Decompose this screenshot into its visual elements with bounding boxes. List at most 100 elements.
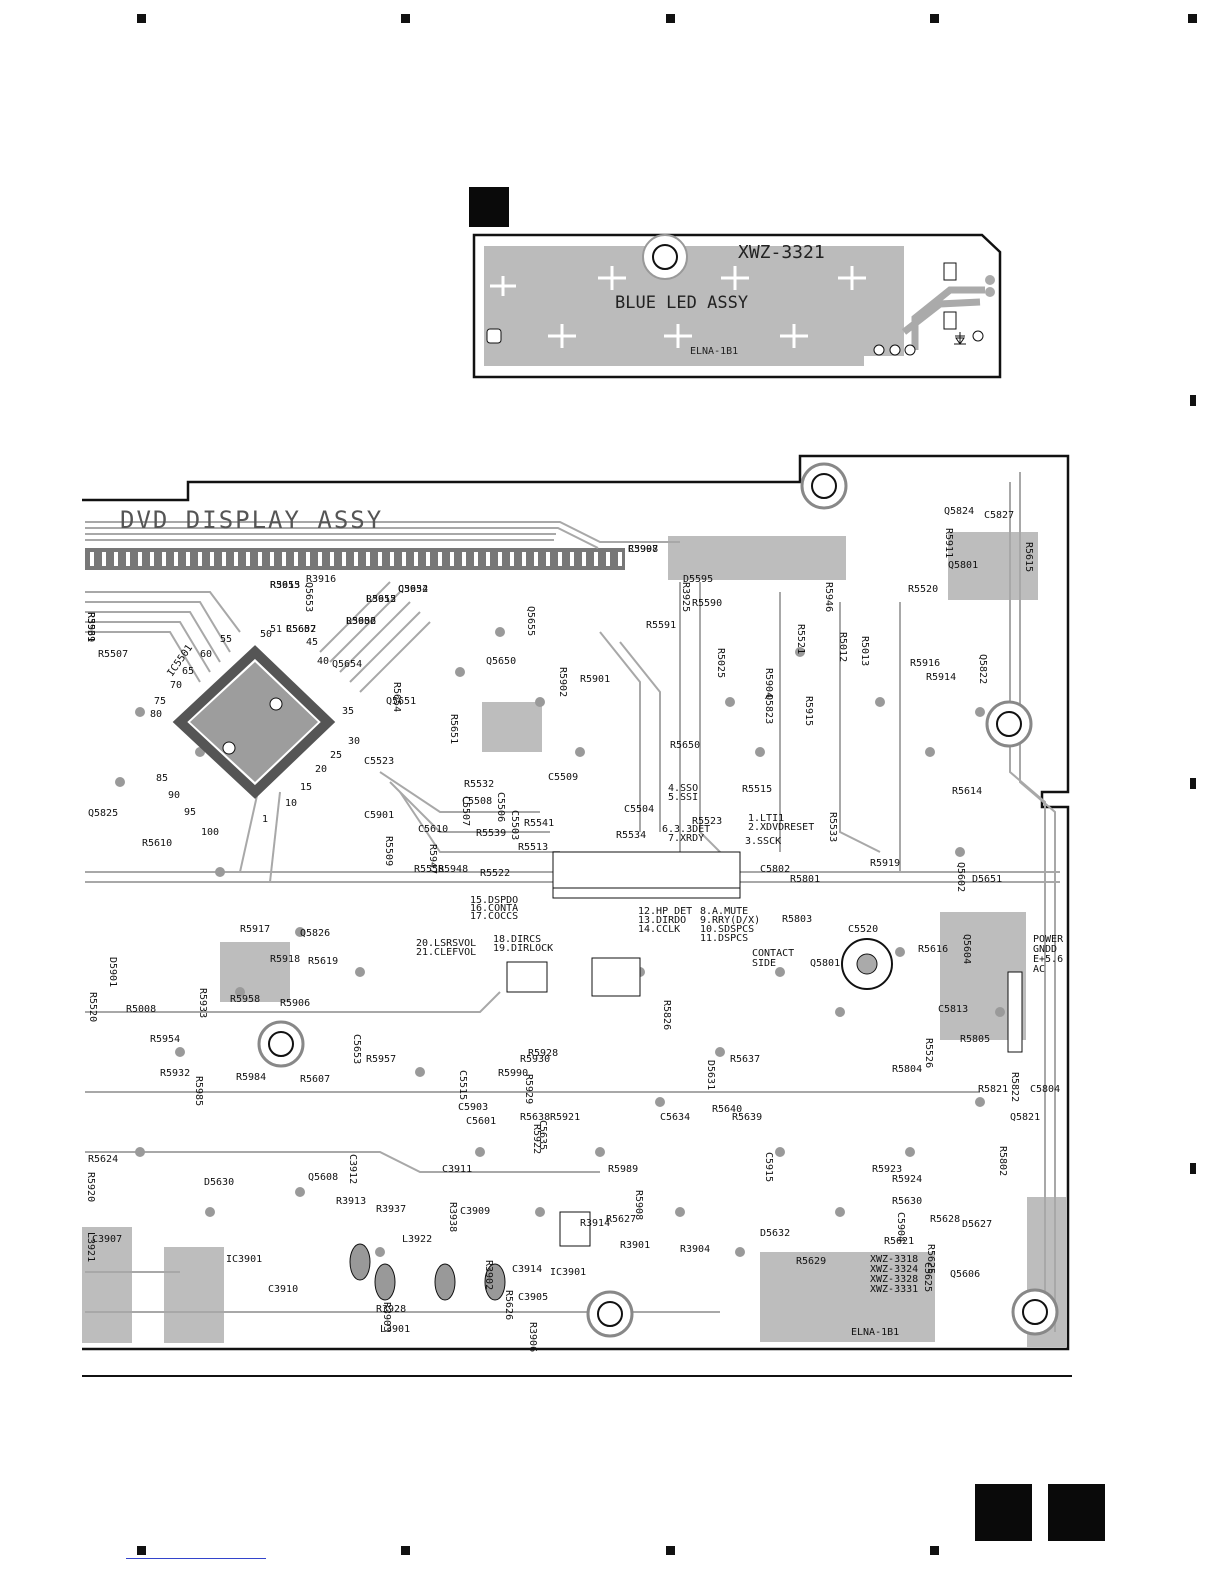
component-label: R5627 [606,1214,636,1225]
connector-pin-label: 15.DSPDO [470,895,518,906]
component-label: C5804 [1030,1084,1060,1095]
connector-pin-label: 9.RRY(D/X) [700,915,760,926]
registration-mark [930,1546,939,1555]
page-index-tab [1048,1484,1105,1541]
component-label: R5928 [528,1048,558,1059]
pin-number: 85 [156,773,168,784]
component-label: R5523 [692,816,722,827]
power-label: E+5.6 [1033,954,1063,965]
pin-number: 45 [306,637,318,648]
component-label: R5916 [910,658,940,669]
registration-mark [1190,778,1196,789]
component-label: Q5604 [961,934,972,964]
component-label: R5515 [742,784,772,795]
component-label: R3928 [376,1304,406,1315]
component-label: R5921 [550,1112,580,1123]
component-label: Q5826 [300,928,330,939]
pin-number: 50 [260,629,272,640]
component-label: R5025 [715,648,726,678]
component-label: R5591 [646,620,676,631]
component-label: D5632 [760,1228,790,1239]
registration-mark [401,14,410,23]
component-label: Q5655 [525,606,536,636]
component-label: R5822 [1009,1072,1020,1102]
blue-led-board: XWZ-3321 BLUE LED ASSY ELNA-1B1 [472,233,1002,379]
component-label: D5627 [962,1219,992,1230]
variant-label: XWZ-3328 [870,1274,918,1285]
component-label: R5657 [286,624,316,635]
component-label: R5930 [520,1054,550,1065]
component-label: R5908 [633,1190,644,1220]
component-label: Q5654 [332,659,362,670]
component-label: R5013 [859,636,870,666]
component-label: R5656 [346,616,376,627]
blue-led-part-no: XWZ-3321 [738,242,825,263]
component-label: R3914 [580,1218,610,1229]
component-label: R5625 [925,1244,936,1274]
component-label: Q5823 [763,694,774,724]
component-label: C5507 [460,796,471,826]
component-label: R3938 [447,1202,458,1232]
component-label: R3904 [680,1244,710,1255]
pin-number: 60 [200,649,212,660]
component-label: C5634 [660,1112,690,1123]
component-label: R5513 [518,842,548,853]
pin-number: 51 [270,624,282,635]
component-label: C3912 [347,1154,358,1184]
component-label: R5948 [438,864,468,875]
pin-number: 15 [300,782,312,793]
component-label: C5506 [495,792,506,822]
component-label: R3901 [620,1240,650,1251]
component-label: R3937 [376,1204,406,1215]
component-label: C5503 [509,810,520,840]
registration-mark [137,14,146,23]
component-label: R5923 [872,1164,902,1175]
connector-pin-label: 21.CLEFVOL [416,947,476,958]
component-label: Q5608 [308,1172,338,1183]
component-label: D5630 [204,1177,234,1188]
component-label: C5904 [895,1212,906,1242]
pin-number: 25 [330,750,342,761]
component-label: R5507 [98,649,128,660]
component-label: D5595 [683,574,713,585]
pin-number: 55 [220,634,232,645]
component-label: R5619 [308,956,338,967]
component-label: L3922 [402,1234,432,1245]
connector-pin-label: 11.DSPCS [700,933,748,944]
connector-pin-label: 8.A.MUTE [700,906,748,917]
component-label: R3916 [306,574,336,585]
component-label: R5509 [383,836,394,866]
power-label: AC [1033,964,1045,975]
component-label: C5602 [286,624,316,635]
component-label: R5607 [300,1074,330,1085]
connector-pin-label: 5.SSI [668,792,698,803]
component-label: R5638 [520,1112,550,1123]
component-label: R5621 [884,1236,914,1247]
component-label: R5803 [782,914,812,925]
contact-side-label: SIDE [752,958,776,969]
blue-led-pcb-code: ELNA-1B1 [690,346,738,357]
component-label: R5616 [918,944,948,955]
dvd-display-board: DVD DISPLAY ASSY ELNA-1B1 XWZ-3318 XWZ-3… [82,454,1070,1352]
registration-mark [401,1546,410,1555]
component-label: C5901 [364,810,394,821]
pin-number: 90 [168,790,180,801]
component-label: R5985 [193,1076,204,1106]
component-label: R5906 [280,998,310,1009]
component-label: R5801 [790,874,820,885]
connector-pin-label: 6.3.3DET [662,824,710,835]
component-label: C3910 [268,1284,298,1295]
component-label: C5504 [624,804,654,815]
component-label: R5933 [197,988,208,1018]
pin-number: 1 [262,814,268,825]
component-label: R5920 [85,1172,96,1202]
connector-pin-label: 10.SDSPCS [700,924,754,935]
component-label: R3913 [336,1196,366,1207]
component-label: R5989 [608,1164,638,1175]
component-label: C5802 [760,864,790,875]
component-label: C3934 [398,584,428,595]
registration-mark [666,14,675,23]
component-label: C5903 [458,1102,488,1113]
component-label: C5509 [548,772,578,783]
